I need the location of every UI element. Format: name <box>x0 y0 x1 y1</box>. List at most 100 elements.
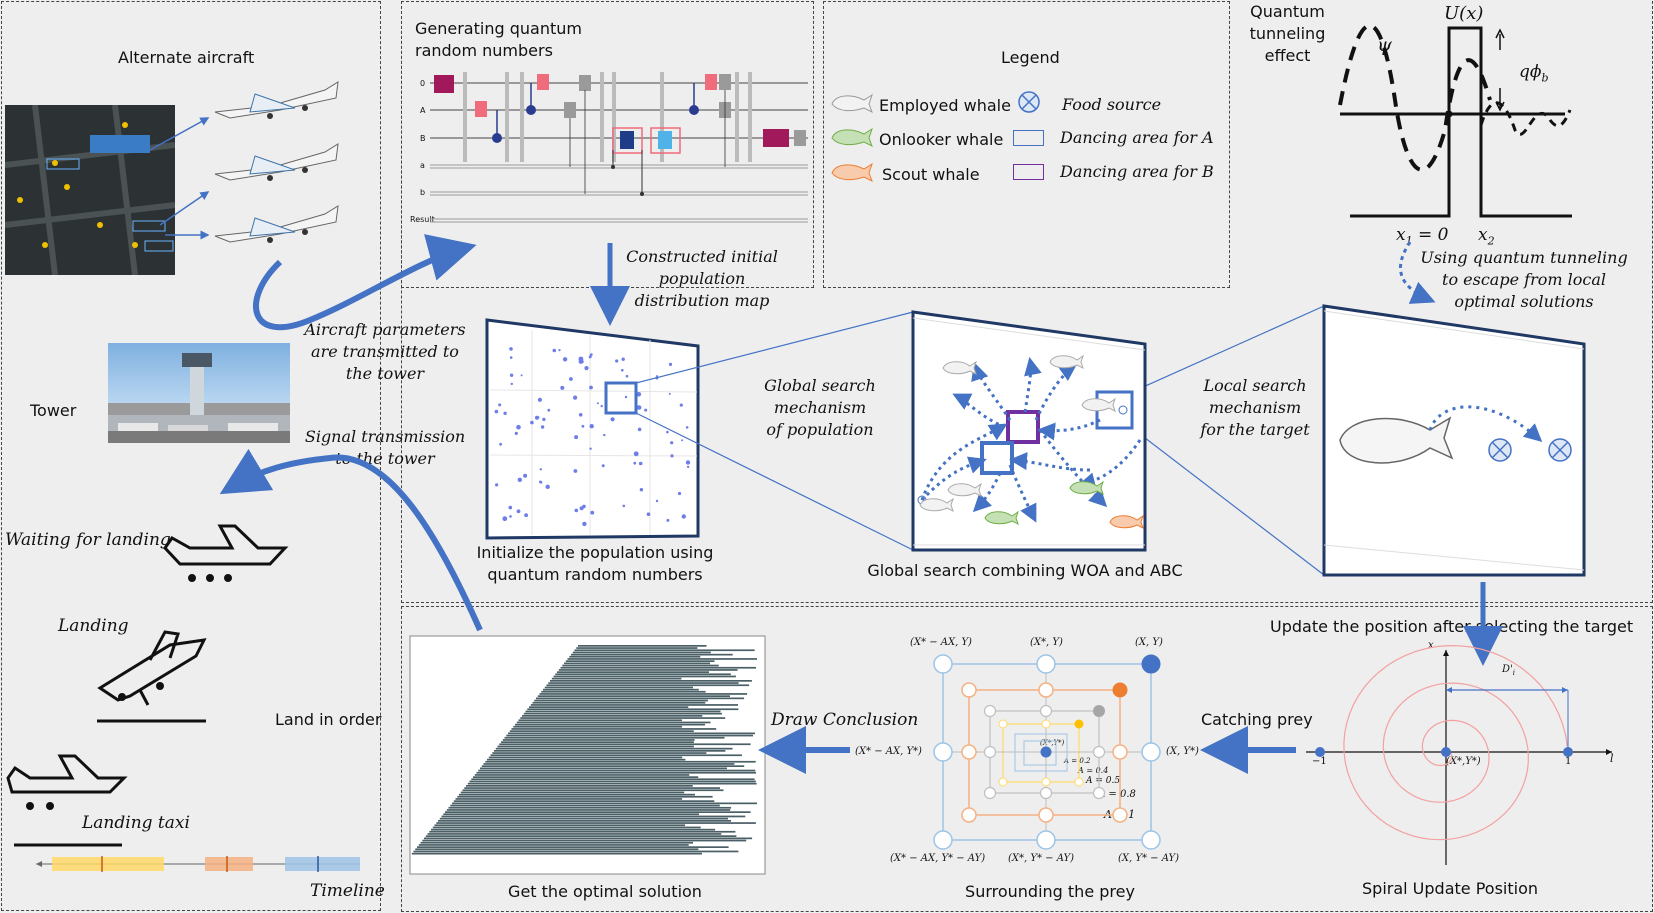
solution-bar <box>513 725 682 728</box>
population-dot <box>666 518 670 522</box>
waiting-plane-icon <box>163 524 289 582</box>
landing-taxi-label: Landing taxi <box>82 813 190 833</box>
grid-label-br: (X, Y* − AY) <box>1118 853 1180 864</box>
tower-label: Tower <box>30 401 77 420</box>
population-dot <box>517 477 522 482</box>
tower-image <box>108 343 290 443</box>
local-whale-icon <box>1339 416 1454 464</box>
solution-bar <box>490 754 742 757</box>
wire-label-b-upper: B <box>420 134 426 143</box>
solution-bar <box>497 745 694 748</box>
solution-bar <box>536 697 745 700</box>
legend-food-icon <box>1018 91 1040 113</box>
population-dot <box>637 427 642 432</box>
population-dot <box>516 509 521 514</box>
surrounding-grid <box>933 654 1161 850</box>
solution-bar <box>541 690 706 693</box>
population-dot <box>509 515 512 518</box>
solution-bar <box>530 704 738 706</box>
solution-bar <box>550 680 752 682</box>
grid-label-a08: A = 0.8 <box>1098 789 1136 800</box>
optimal-solution-chart <box>409 635 766 875</box>
solution-bar <box>432 826 701 829</box>
population-dot <box>509 347 513 351</box>
solution-bar <box>534 699 708 702</box>
solution-bar <box>446 809 731 811</box>
population-dot <box>622 504 626 508</box>
solution-bar <box>485 760 756 763</box>
global-mech-line2: mechanism <box>773 398 867 417</box>
solution-bar <box>460 791 685 794</box>
qt-x2-sub: 2 <box>1487 234 1495 248</box>
local-mech-line1: Local search <box>1203 376 1307 395</box>
population-dot <box>633 461 637 465</box>
population-dot <box>573 395 578 400</box>
qt-x1-sub: 1 <box>1405 234 1413 248</box>
population-dot <box>582 521 587 527</box>
legend-title: Legend <box>1001 48 1060 67</box>
solution-bar <box>466 785 693 787</box>
qt-title-line3: effect <box>1264 46 1311 65</box>
population-dot <box>666 430 669 434</box>
population-dot <box>523 473 528 478</box>
population-dot <box>681 439 684 442</box>
alternate-aircraft-label: Alternate aircraft <box>118 48 255 67</box>
search-region <box>401 1 1653 603</box>
population-dot <box>574 435 579 440</box>
update-pos-label: Update the position after selecting the … <box>1270 617 1634 636</box>
qt-x2-label: x2 <box>1478 225 1495 247</box>
legend-scout-whale-icon <box>831 162 873 183</box>
landing-plane-icon <box>97 630 207 723</box>
spiral-center-label: (X*,Y*) <box>1446 756 1481 767</box>
solution-bar <box>560 666 756 669</box>
solution-bar <box>481 765 745 768</box>
population-dot <box>668 362 673 366</box>
qt-graph <box>1338 23 1572 218</box>
population-dot <box>686 465 690 469</box>
signal-line1: Signal transmission <box>304 427 466 446</box>
aircraft-params-line2: are transmitted to <box>311 342 459 361</box>
qt-x1-label: x1 = 0 <box>1396 225 1448 247</box>
solution-region <box>401 606 1653 912</box>
population-dot <box>547 408 551 412</box>
population-dot <box>588 355 592 359</box>
solution-bar <box>455 798 683 800</box>
solution-bar <box>515 723 706 726</box>
legend-dance-a: Dancing area for A <box>1060 128 1214 147</box>
solution-bar <box>546 684 750 687</box>
plane-image-1 <box>210 72 345 124</box>
solution-bar <box>569 655 701 658</box>
qt-q-label: qϕb <box>1519 62 1549 84</box>
global-mech-line1: Global search <box>764 376 876 395</box>
qt-q-text: qϕ <box>1519 62 1542 82</box>
solution-bar <box>494 750 726 752</box>
solution-bar <box>504 736 725 739</box>
population-dot <box>589 424 594 429</box>
plane-image-3 <box>210 196 345 248</box>
solution-bar <box>522 715 703 717</box>
quantum-circuit <box>430 72 808 223</box>
population-dot <box>579 506 584 511</box>
solution-bar <box>527 708 739 711</box>
legend-dance-b: Dancing area for B <box>1060 162 1214 181</box>
qt-x2-text: x <box>1478 225 1488 245</box>
population-dot <box>621 368 624 372</box>
solution-bar <box>418 844 689 846</box>
population-dot <box>578 413 583 417</box>
population-dot <box>644 408 648 412</box>
solution-bar <box>523 712 722 715</box>
population-dot <box>646 512 651 516</box>
legend-food: Food source <box>1062 95 1162 114</box>
solution-bar <box>417 846 729 849</box>
waiting-label: Waiting for landing <box>5 530 171 550</box>
population-dot <box>540 425 545 429</box>
population-dot <box>639 488 644 492</box>
population-dot <box>677 491 682 496</box>
draw-conclusion-label: Draw Conclusion <box>771 710 919 730</box>
params-curve-arrow <box>253 234 477 331</box>
population-dot <box>685 460 691 465</box>
population-dot <box>560 385 565 390</box>
aircraft-region <box>1 1 381 911</box>
solution-bar <box>576 647 698 649</box>
